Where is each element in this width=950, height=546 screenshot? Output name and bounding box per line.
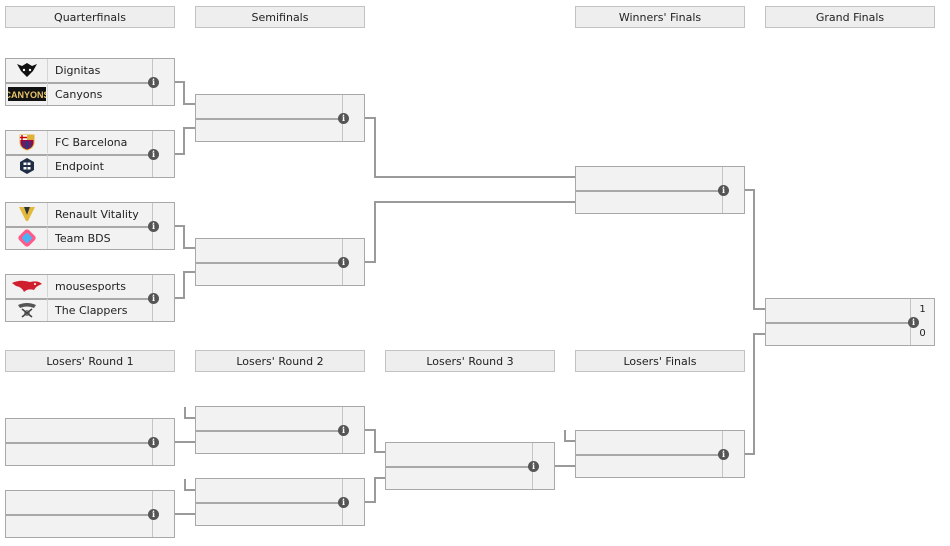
match-losers-round-2-1[interactable]: i	[195, 406, 365, 454]
match-quarterfinal-2[interactable]: FC Barcelona Endpoint i	[5, 130, 175, 178]
match-slot-bottom[interactable]: CANYONS Canyons	[6, 83, 152, 105]
fc-barcelona-logo-icon	[6, 131, 48, 153]
dignitas-logo-icon	[6, 59, 48, 81]
match-slot-bottom[interactable]: Endpoint	[6, 155, 152, 177]
match-info-icon[interactable]: i	[148, 437, 159, 448]
match-info-icon[interactable]: i	[718, 449, 729, 460]
match-info-icon[interactable]: i	[338, 497, 349, 508]
team-name: The Clappers	[55, 303, 128, 317]
endpoint-logo-icon	[6, 155, 48, 177]
match-info-icon[interactable]: i	[908, 317, 919, 328]
team-name: Dignitas	[55, 63, 101, 77]
match-losers-round-1-1[interactable]: i	[5, 418, 175, 466]
match-info-icon[interactable]: i	[148, 293, 159, 304]
match-info-icon[interactable]: i	[338, 425, 349, 436]
match-semifinal-1[interactable]: i	[195, 94, 365, 142]
match-losers-final[interactable]: i	[575, 430, 745, 478]
team-bds-logo-icon	[6, 227, 48, 249]
round-header-winners-finals: Winners' Finals	[575, 6, 745, 28]
team-name: FC Barcelona	[55, 135, 128, 149]
match-info-icon[interactable]: i	[148, 149, 159, 160]
match-semifinal-2[interactable]: i	[195, 238, 365, 286]
match-slot-top[interactable]: mousesports	[6, 275, 152, 297]
match-winners-final[interactable]: i	[575, 166, 745, 214]
match-info-icon[interactable]: i	[338, 113, 349, 124]
match-info-icon[interactable]: i	[148, 221, 159, 232]
team-name: Endpoint	[55, 159, 104, 173]
grand-final-top-score: 1	[919, 304, 926, 315]
round-header-grand-finals: Grand Finals	[765, 6, 935, 28]
match-info-icon[interactable]: i	[718, 185, 729, 196]
renault-vitality-logo-icon	[6, 203, 48, 225]
round-header-losers-round-2: Losers' Round 2	[195, 350, 365, 372]
the-clappers-logo-icon	[6, 299, 48, 321]
round-header-losers-round-3: Losers' Round 3	[385, 350, 555, 372]
round-header-losers-finals: Losers' Finals	[575, 350, 745, 372]
match-info-icon[interactable]: i	[148, 509, 159, 520]
match-slot-bottom[interactable]: Team BDS	[6, 227, 152, 249]
svg-text:CANYONS: CANYONS	[8, 90, 46, 100]
match-losers-round-2-2[interactable]: i	[195, 478, 365, 526]
match-quarterfinal-1[interactable]: Dignitas CANYONS Canyons i	[5, 58, 175, 106]
match-slot-top[interactable]: Renault Vitality	[6, 203, 152, 225]
match-grand-final[interactable]: 1 0 i	[765, 298, 935, 346]
match-quarterfinal-3[interactable]: Renault Vitality Team BDS i	[5, 202, 175, 250]
match-slot-top[interactable]: FC Barcelona	[6, 131, 152, 153]
round-header-quarterfinals: Quarterfinals	[5, 6, 175, 28]
canyons-logo-icon: CANYONS	[6, 83, 48, 105]
match-losers-round-1-2[interactable]: i	[5, 490, 175, 538]
match-slot-bottom[interactable]: The Clappers	[6, 299, 152, 321]
match-losers-round-3[interactable]: i	[385, 442, 555, 490]
match-info-icon[interactable]: i	[528, 461, 539, 472]
team-name: Canyons	[55, 87, 103, 101]
match-slot-top[interactable]: Dignitas	[6, 59, 152, 81]
match-quarterfinal-4[interactable]: mousesports The Clappers i	[5, 274, 175, 322]
round-header-semifinals: Semifinals	[195, 6, 365, 28]
match-info-icon[interactable]: i	[148, 77, 159, 88]
team-name: Team BDS	[55, 231, 111, 245]
grand-final-bottom-score: 0	[919, 328, 926, 339]
match-info-icon[interactable]: i	[338, 257, 349, 268]
mousesports-logo-icon	[6, 275, 48, 297]
team-name: Renault Vitality	[55, 207, 139, 221]
round-header-losers-round-1: Losers' Round 1	[5, 350, 175, 372]
team-name: mousesports	[55, 279, 126, 293]
